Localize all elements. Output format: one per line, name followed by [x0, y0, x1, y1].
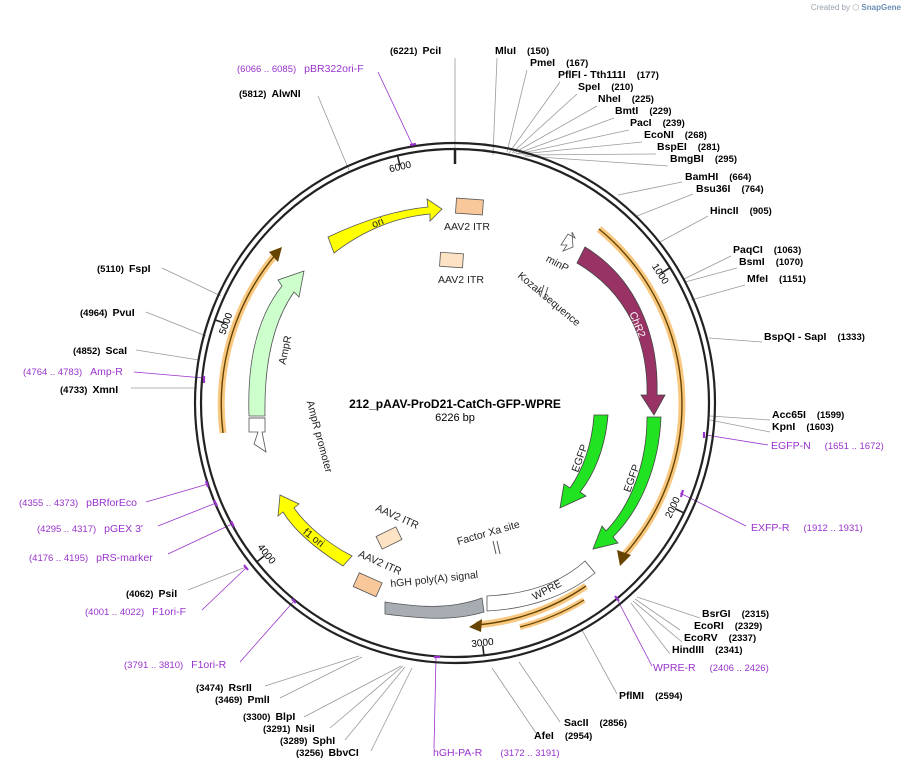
primer-marks [202, 142, 706, 659]
primer-wpre-r[interactable]: WPRE-R(2406 .. 2426) [653, 662, 769, 674]
leader-lines [131, 57, 771, 752]
feature-factor-xa[interactable]: Factor Xa site [456, 518, 522, 555]
aav2-itr-inner-label: AAV2 ITR [438, 274, 484, 286]
ampr-promoter-label: AmpR promoter [304, 399, 335, 474]
enzyme-bspei[interactable]: BspEI(281) [657, 141, 720, 153]
enzyme-blpi[interactable]: (3300)BlpI [243, 711, 295, 723]
primer-pbr322ori-f[interactable]: (6066 .. 6085)pBR322ori-F [237, 63, 364, 75]
ori-label: ori [370, 215, 385, 230]
ring-tick [214, 319, 225, 324]
enzyme-fspi[interactable]: (5110)FspI [97, 263, 151, 275]
primer-leader-lines [133, 71, 769, 749]
enzyme-kpni[interactable]: KpnI(1603) [772, 421, 834, 433]
kozak-label: Kozak sequence [515, 270, 582, 329]
enzyme-paci[interactable]: PacI(239) [630, 117, 685, 129]
ring-tick [396, 155, 401, 166]
feature-minp[interactable]: minP [544, 231, 576, 275]
enzyme-nhei[interactable]: NheI(225) [598, 93, 654, 105]
backbone-inner [199, 147, 711, 659]
ring-tick [256, 554, 266, 563]
hgh-polya-label: hGH poly(A) signal [390, 569, 479, 590]
primer-amp-r[interactable]: (4764 .. 4783)Amp-R [23, 366, 123, 378]
enzyme-paqci[interactable]: PaqCI(1063) [733, 244, 801, 256]
feature-aav2-itr-inner[interactable]: AAV2 ITR [438, 251, 484, 286]
ring-tick [661, 267, 671, 274]
enzyme-pflmi[interactable]: PflMI(2594) [619, 690, 683, 702]
ring-tick-label: 1000 [649, 262, 670, 287]
enzyme-pmli[interactable]: (3469)PmlI [215, 694, 270, 706]
enzyme-sacii[interactable]: SacII(2856) [564, 717, 627, 729]
enzyme-mfei[interactable]: MfeI(1151) [747, 273, 806, 285]
feature-aav2-itr-top[interactable]: AAV2 ITR [444, 197, 490, 233]
ring-tick-label: 2000 [664, 495, 684, 520]
primer-f1ori-f[interactable]: (4001 .. 4022)F1ori-F [85, 606, 186, 618]
primer-f1ori-r[interactable]: (3791 .. 3810)F1ori-R [124, 659, 227, 671]
enzyme-pflfi-tth111i[interactable]: PflFI - Tth111I(177) [558, 69, 659, 81]
enzyme-bmgbi[interactable]: BmgBI(295) [670, 153, 737, 165]
enzyme-bbvci[interactable]: (3256)BbvCI [296, 747, 359, 759]
enzyme-pmei[interactable]: PmeI(167) [530, 57, 588, 69]
primer-hgh-pa-r[interactable]: hGH-PA-R(3172 .. 3191) [433, 747, 560, 759]
enzyme-pvui[interactable]: (4964)PvuI [80, 307, 135, 319]
feature-hgh-polya[interactable]: hGH poly(A) signal [384, 569, 485, 619]
feature-ampr[interactable]: AmpR [248, 270, 305, 417]
minp-label: minP [544, 253, 571, 275]
enzyme-mlui[interactable]: MluI(150) [495, 45, 549, 57]
enzyme-bspqi-sapi[interactable]: BspQI - SapI(1333) [764, 331, 865, 343]
enzyme-spei[interactable]: SpeI(210) [578, 81, 633, 93]
ring-tick [674, 507, 685, 514]
enzyme-bsrgi[interactable]: BsrGI(2315) [702, 608, 769, 620]
enzyme-alwni[interactable]: (5812)AlwNI [239, 88, 301, 100]
snapgene-logo-icon: ⬡ [852, 3, 860, 12]
backbone-outer [193, 141, 717, 665]
snapgene-credit: Created by ⬡ SnapGene [811, 3, 901, 12]
credit-brand: SnapGene [861, 3, 901, 12]
ring-tick-label: 3000 [471, 637, 495, 651]
aav2-itr-top-label: AAV2 ITR [444, 221, 490, 233]
feature-chr2[interactable]: ChR2 [576, 246, 666, 416]
feature-ori[interactable]: ori [327, 198, 443, 254]
aav2-itr-bottom-inner-label: AAV2 ITR [374, 502, 421, 532]
enzyme-bmti[interactable]: BmtI(229) [615, 105, 672, 117]
enzyme-ecori[interactable]: EcoRI(2329) [694, 620, 762, 632]
enzyme-pcii[interactable]: (6221)PciI [390, 45, 441, 57]
primer-pbrforeco[interactable]: (4355 .. 4373)pBRforEco [19, 497, 137, 509]
enzyme-afei[interactable]: AfeI(2954) [534, 730, 592, 742]
enzyme-bsmi[interactable]: BsmI(1070) [739, 256, 803, 268]
enzyme-bsu36i[interactable]: Bsu36I(764) [696, 183, 764, 195]
feature-f1-ori[interactable]: f1 ori [277, 494, 353, 567]
enzyme-scai[interactable]: (4852)ScaI [73, 345, 127, 357]
ampr-label: AmpR [277, 334, 295, 365]
credit-prefix: Created by [810, 3, 850, 12]
enzyme-rsrii[interactable]: (3474)RsrII [196, 682, 252, 694]
enzyme-labels: (6221)PciI MluI(150) PmeI(167) PflFI - T… [60, 45, 865, 759]
aav2-itr-bottom-label: AAV2 ITR [356, 548, 403, 578]
primer-exfp-r[interactable]: EXFP-R(1912 .. 1931) [751, 522, 863, 534]
enzyme-hincii[interactable]: HincII(905) [710, 205, 772, 217]
primer-egfp-n[interactable]: EGFP-N(1651 .. 1672) [771, 440, 884, 452]
enzyme-hindiii[interactable]: HindIII(2341) [672, 644, 743, 656]
enzyme-bamhi[interactable]: BamHI(664) [685, 171, 751, 183]
primer-pgex-3[interactable]: (4295 .. 4317)pGEX 3' [37, 523, 143, 535]
enzyme-ecorv[interactable]: EcoRV(2337) [684, 632, 756, 644]
enzyme-sphi[interactable]: (3289)SphI [280, 735, 335, 747]
plasmid-name: 212_pAAV-ProD21-CatCh-GFP-WPRE [349, 397, 561, 411]
enzyme-xmni[interactable]: (4733)XmnI [60, 384, 118, 396]
feature-kozak[interactable]: Kozak sequence [515, 270, 582, 329]
enzyme-psii[interactable]: (4062)PsiI [126, 588, 177, 600]
enzyme-econi[interactable]: EcoNI(268) [644, 129, 707, 141]
primer-labels: (6066 .. 6085)pBR322ori-F (4764 .. 4783)… [19, 63, 884, 759]
chr2-label: ChR2 [626, 310, 647, 340]
ring-tick-label: 6000 [388, 159, 413, 175]
primer-prs-marker[interactable]: (4176 .. 4195)pRS-marker [29, 552, 153, 564]
factor-xa-label: Factor Xa site [456, 518, 522, 547]
outer-feature-arcs [217, 226, 686, 632]
enzyme-nsii[interactable]: (3291)NsiI [263, 723, 315, 735]
feature-egfp-inner[interactable]: EGFP [559, 414, 609, 509]
feature-aav2-itr-bottom-inner[interactable]: AAV2 ITR [374, 502, 421, 550]
ring-tick [481, 645, 485, 656]
enzyme-acc65i[interactable]: Acc65I(1599) [772, 409, 844, 421]
plasmid-size: 6226 bp [435, 412, 475, 424]
